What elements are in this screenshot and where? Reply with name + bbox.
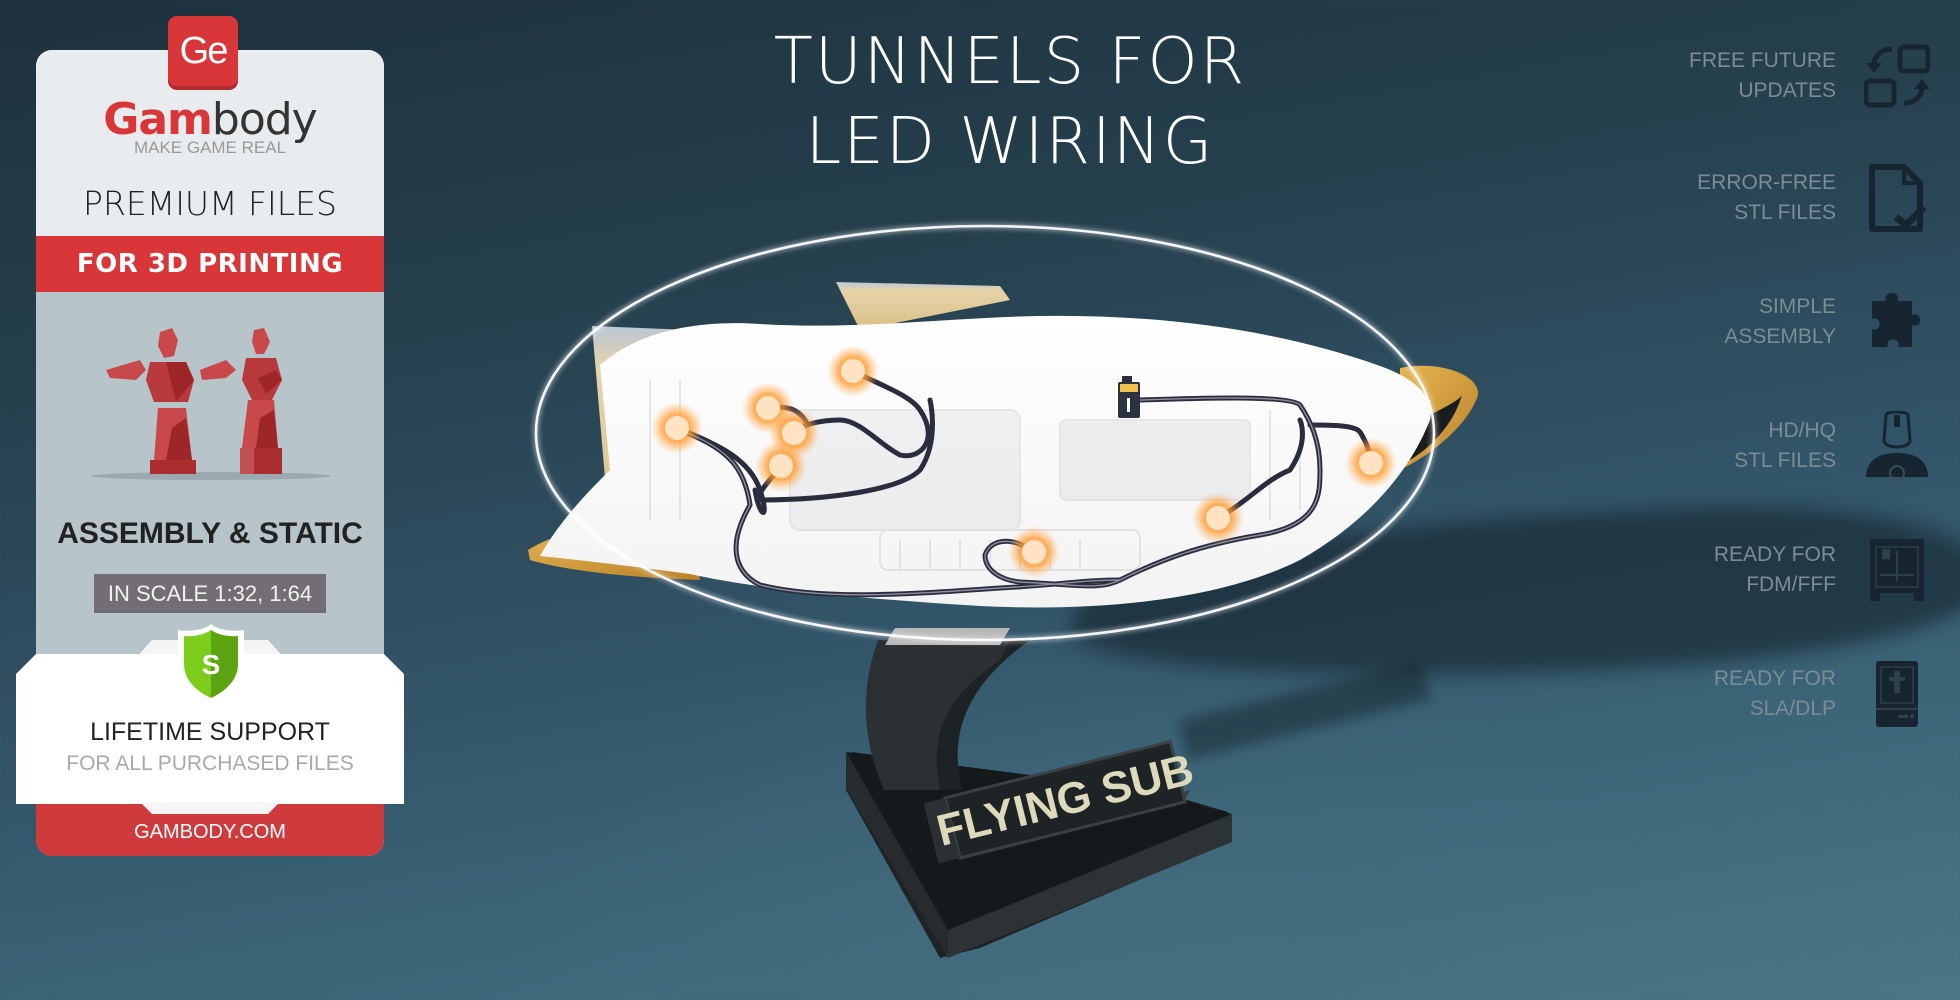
led-light (827, 345, 879, 397)
title-line-1: TUNNELS FOR (773, 25, 1247, 99)
feature-sla: READY FOR SLA/DLP (1650, 654, 1930, 734)
assembly-figure-icon (106, 328, 236, 474)
feature-simple-assembly: SIMPLE ASSEMBLY (1650, 282, 1930, 362)
feature-label: SIMPLE ASSEMBLY (1724, 292, 1836, 352)
scale-badge: IN SCALE 1:32, 1:64 (94, 574, 326, 613)
led-light (1345, 437, 1397, 489)
feature-line: SLA/DLP (1749, 697, 1836, 720)
feature-line: ASSEMBLY (1724, 325, 1836, 348)
feature-line: ERROR-FREE (1697, 171, 1836, 194)
floor-shadow-stand (1178, 660, 1432, 760)
feature-label: FREE FUTURE UPDATES (1689, 46, 1836, 106)
led-light (1008, 526, 1060, 578)
feature-line: STL FILES (1734, 449, 1836, 472)
support-subtitle: FOR ALL PURCHASED FILES (66, 752, 354, 775)
feature-error-free: ERROR-FREE STL FILES (1650, 158, 1930, 238)
feature-line: STL FILES (1734, 201, 1836, 224)
feature-line: FREE FUTURE (1689, 49, 1836, 72)
gambody-promo-card: FOR 3D PRINTING GAMBODY.COM Ge Gambody M… (16, 16, 404, 856)
feature-label: HD/HQ STL FILES (1734, 416, 1836, 476)
led-light (651, 402, 703, 454)
feature-list: FREE FUTURE UPDATES ERROR-FREE STL FILES… (1660, 0, 1960, 1000)
led-light (1192, 492, 1244, 544)
support-tab-decoration (140, 802, 280, 814)
feature-fdm: READY FOR FDM/FFF (1650, 530, 1930, 610)
model-type-label: ASSEMBLY & STATIC (57, 517, 363, 550)
feature-label: ERROR-FREE STL FILES (1697, 168, 1836, 228)
feature-line: HD/HQ (1768, 419, 1836, 442)
brand-name-part2: body (211, 94, 318, 145)
feature-label: READY FOR FDM/FFF (1714, 540, 1836, 600)
highlight-ring (534, 224, 1436, 642)
feature-free-updates: FREE FUTURE UPDATES (1650, 36, 1930, 116)
static-figure-icon (240, 328, 282, 474)
feature-line: READY FOR (1713, 667, 1836, 690)
feature-line: SIMPLE (1758, 295, 1836, 318)
site-link[interactable]: GAMBODY.COM (134, 821, 286, 843)
led-lights (651, 345, 1397, 578)
page-title: TUNNELS FOR LED WIRING (700, 22, 1320, 182)
puzzle-icon (1872, 292, 1921, 347)
title-line-2: LED WIRING (805, 105, 1215, 179)
for-printing-label: FOR 3D PRINTING (76, 249, 344, 279)
brand-logo: Gambody MAKE GAME REAL (36, 98, 384, 158)
fdm-printer-icon (1870, 539, 1924, 601)
for-printing-band: FOR 3D PRINTING (36, 236, 384, 292)
brand-name-part1: Gam (103, 94, 213, 145)
logo-glyph: Ge (179, 29, 229, 72)
feature-line: READY FOR (1713, 543, 1836, 566)
shield-letter: S (202, 649, 221, 680)
support-title: LIFETIME SUPPORT (90, 718, 330, 746)
feature-hd-hq: HD/HQ STL FILES (1650, 406, 1930, 486)
file-check-icon (1869, 164, 1927, 232)
premium-files-heading: PREMIUM FILES (83, 184, 337, 223)
battery-icon (1118, 376, 1140, 418)
feature-line: UPDATES (1738, 79, 1836, 102)
ironman-icon (1866, 411, 1928, 481)
shield-icon: S (178, 624, 244, 704)
brand-name: Gambody (36, 98, 384, 142)
feature-label: READY FOR SLA/DLP (1714, 664, 1836, 724)
brand-tagline: MAKE GAME REAL (133, 138, 287, 157)
feature-line: FDM/FFF (1746, 573, 1836, 596)
display-stand: FLYING SUB (846, 640, 1232, 958)
update-arrows-icon (1864, 44, 1930, 108)
ge-logo-icon: Ge (168, 16, 238, 86)
sla-printer-icon (1876, 661, 1918, 727)
figurines-illustration (91, 328, 331, 480)
led-light (755, 440, 807, 492)
